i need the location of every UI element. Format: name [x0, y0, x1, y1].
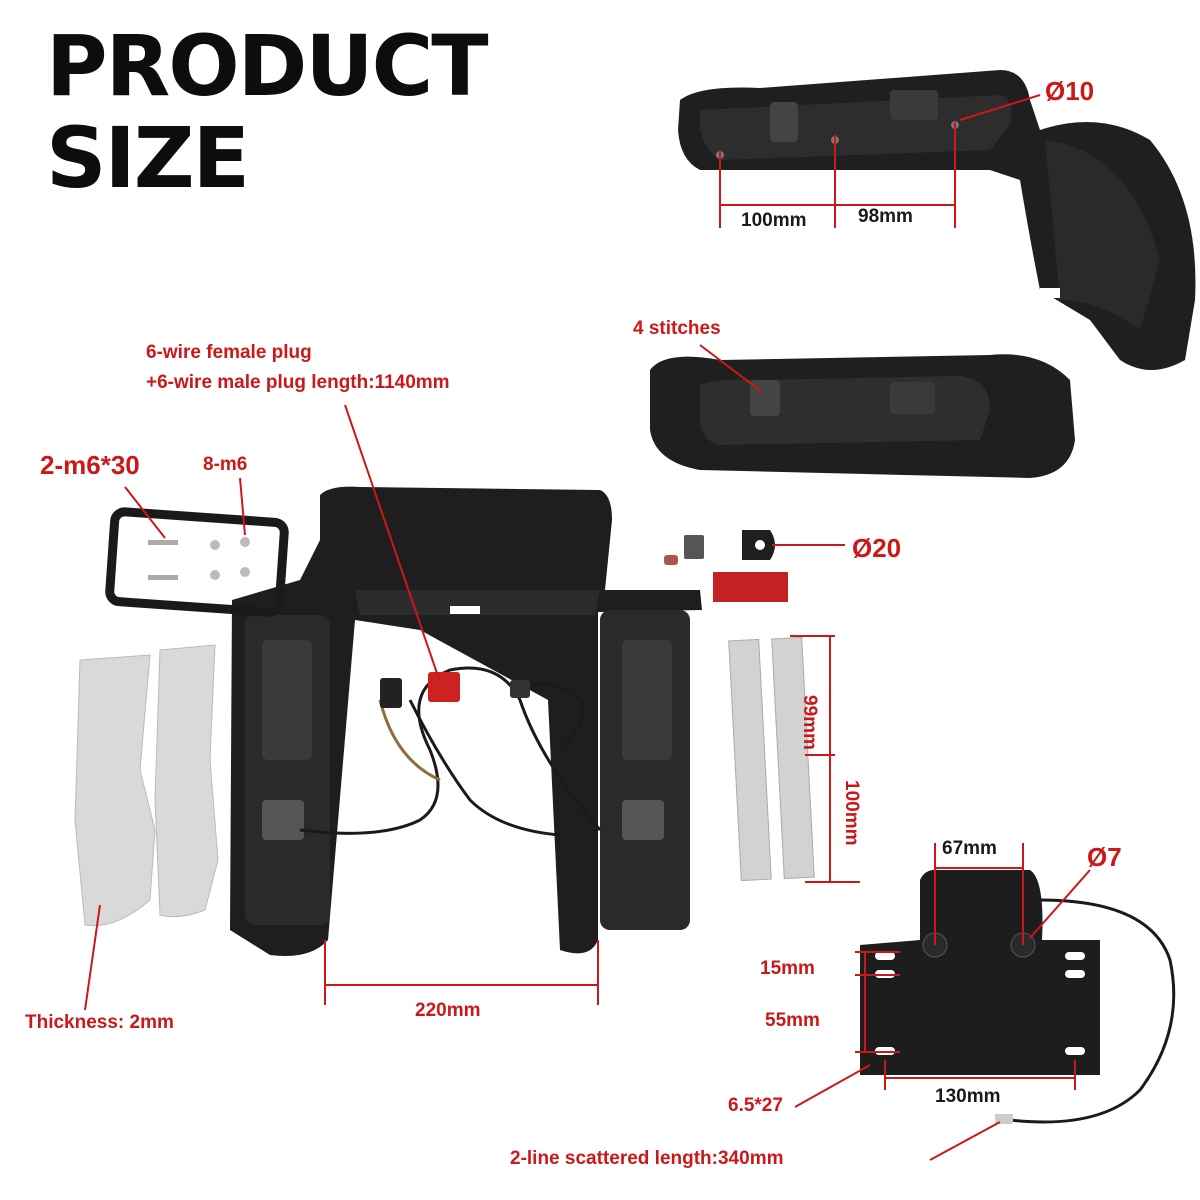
main-fender-assembly — [230, 486, 702, 956]
slot-label: 6.5*27 — [728, 1095, 783, 1116]
fender-lower-part — [650, 354, 1075, 478]
page-title: PRODUCT SIZE — [46, 17, 489, 207]
wire-plug-label-1: 6-wire female plug — [146, 342, 312, 363]
thickness-label: Thickness: 2mm — [25, 1012, 174, 1033]
dim-220mm-label: 220mm — [415, 1000, 481, 1021]
hole-10-label: Ø10 — [1045, 76, 1095, 106]
mounting-strip-2 — [771, 636, 815, 880]
hole-20-label: Ø20 — [852, 533, 902, 563]
dim-99mm-label: 99mm — [799, 695, 820, 750]
wire-plug-label-2: +6-wire male plug length:1140mm — [146, 372, 450, 393]
dim-67mm-label: 67mm — [942, 838, 997, 859]
dim-15mm-label: 15mm — [760, 958, 815, 979]
wiring-harness — [299, 666, 602, 837]
title-line-2: SIZE — [46, 109, 250, 207]
reflector — [713, 572, 788, 602]
dim-130mm-label: 130mm — [935, 1086, 1001, 1107]
bolts-label: 2-m6*30 — [40, 450, 140, 480]
scattered-length-label: 2-line scattered length:340mm — [510, 1148, 784, 1169]
hole-7-label: Ø7 — [1087, 842, 1122, 872]
license-bracket — [860, 869, 1176, 1124]
female-plug-icon — [428, 672, 460, 702]
fender-top-part — [678, 70, 1196, 370]
backing-plate-1 — [74, 654, 156, 927]
annotation-lines — [84, 94, 1091, 1161]
stitches-label: 4 stitches — [633, 318, 721, 339]
title-line-1: PRODUCT — [46, 17, 489, 115]
male-plug-icon — [380, 678, 402, 708]
dim-100mm-top-label: 100mm — [741, 210, 807, 231]
gasket-and-hardware — [105, 507, 289, 617]
dim-55mm-label: 55mm — [765, 1010, 820, 1031]
nuts-label: 8-m6 — [203, 454, 248, 475]
dim-100mm-side-label: 100mm — [841, 780, 862, 846]
backing-plate-2 — [154, 644, 219, 918]
dim-98mm-label: 98mm — [858, 206, 913, 227]
mounting-strip-1 — [728, 638, 772, 882]
